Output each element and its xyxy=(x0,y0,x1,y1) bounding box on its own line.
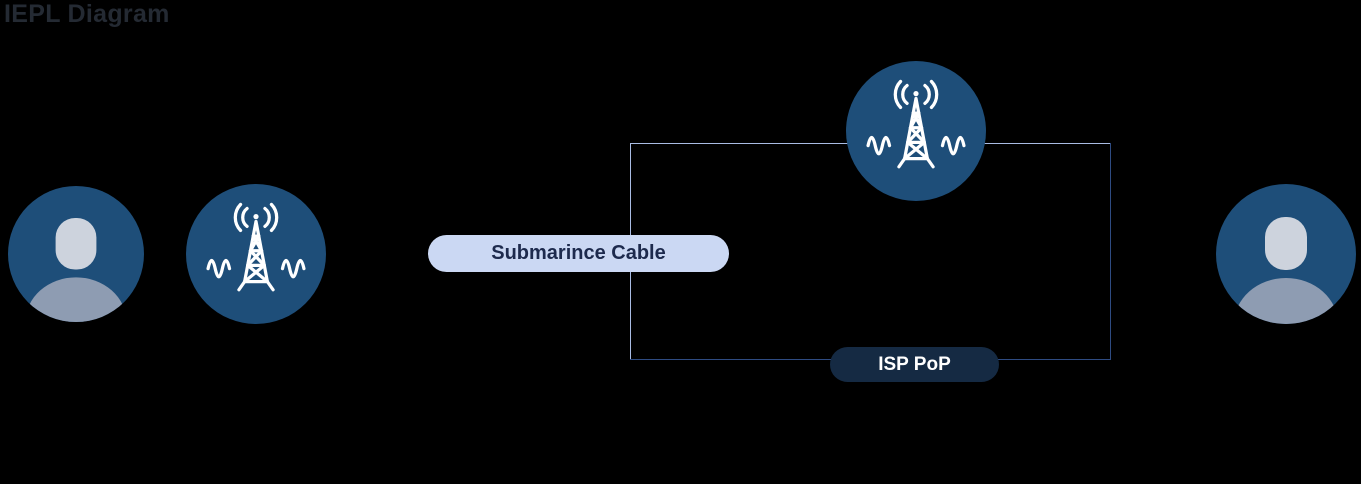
node-signal-tower-top xyxy=(846,61,986,201)
isp-pop-label: ISP PoP xyxy=(830,347,999,382)
user-avatar-icon xyxy=(1216,184,1356,324)
submarine-cable-label: Submarince Cable xyxy=(428,235,729,272)
diagram-title: IEPL Diagram xyxy=(4,0,170,28)
user-avatar-icon xyxy=(8,186,144,322)
node-user-right xyxy=(1216,184,1356,324)
signal-tower-icon xyxy=(204,202,308,306)
signal-tower-icon xyxy=(864,79,968,183)
node-signal-tower-left xyxy=(186,184,326,324)
node-user-left xyxy=(8,186,144,322)
link-edge-right xyxy=(1110,143,1111,360)
